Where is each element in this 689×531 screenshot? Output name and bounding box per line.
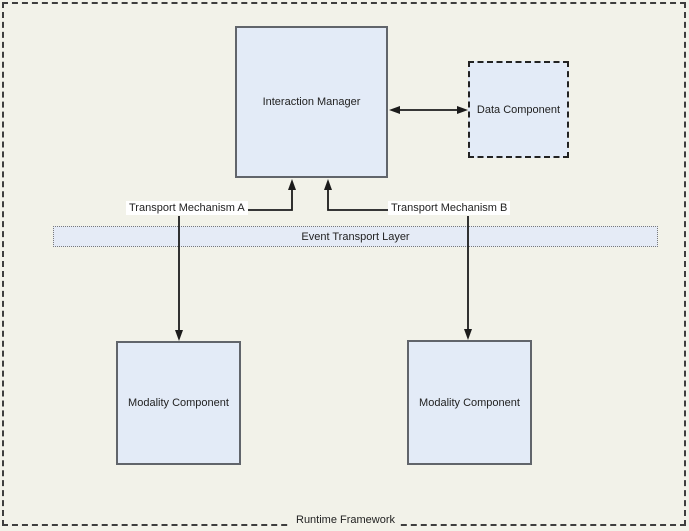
event-transport-layer-band: Event Transport Layer: [53, 226, 658, 247]
data-component-node: Data Component: [468, 61, 569, 158]
event-transport-layer-label: Event Transport Layer: [301, 230, 410, 243]
modality-component-node-left: Modality Component: [116, 341, 241, 465]
modality-component-node-right: Modality Component: [407, 340, 532, 465]
interaction-manager-label: Interaction Manager: [262, 96, 361, 108]
modality-component-right-label: Modality Component: [419, 396, 520, 409]
transport-mechanism-b-label: Transport Mechanism B: [388, 201, 511, 215]
interaction-manager-node: Interaction Manager: [235, 26, 388, 178]
transport-mechanism-a-label: Transport Mechanism A: [126, 201, 248, 215]
data-component-label: Data Component: [476, 103, 561, 116]
modality-component-left-label: Modality Component: [128, 397, 229, 409]
runtime-framework-label: Runtime Framework: [291, 514, 401, 526]
